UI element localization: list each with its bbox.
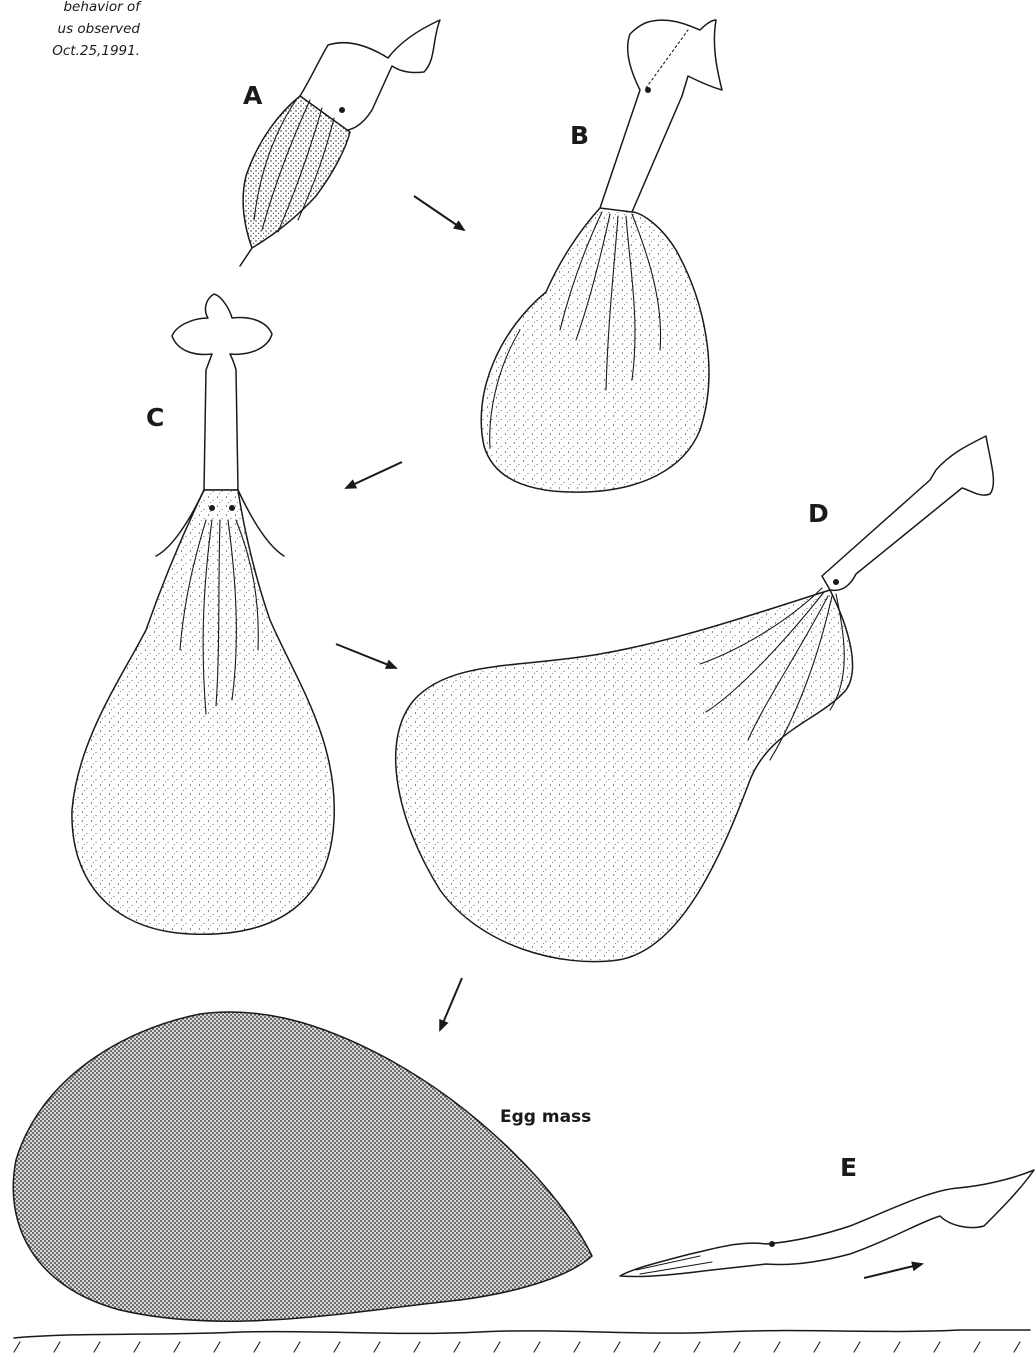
arrow-b-to-c xyxy=(346,462,402,488)
squid-d-drawing xyxy=(396,436,994,962)
arrow-d-to-egg-mass xyxy=(440,978,462,1030)
arrow-e-swim-direction xyxy=(864,1264,922,1278)
arrow-a-to-b xyxy=(414,196,464,230)
sea-floor xyxy=(14,1330,1030,1352)
panel-label-c: C xyxy=(146,403,164,432)
panel-label-a: A xyxy=(243,81,263,110)
egg-mass-label: Egg mass xyxy=(500,1107,591,1127)
panel-label-d: D xyxy=(808,499,829,528)
squid-e-drawing xyxy=(620,1170,1034,1277)
arrow-c-to-d xyxy=(336,644,396,668)
panel-label-e: E xyxy=(840,1153,857,1182)
squid-b-drawing xyxy=(481,20,722,492)
egg-mass-drawing xyxy=(13,1012,592,1321)
panel-label-b: B xyxy=(570,121,589,150)
squid-c-drawing xyxy=(72,294,334,934)
squid-a-drawing xyxy=(240,20,440,266)
